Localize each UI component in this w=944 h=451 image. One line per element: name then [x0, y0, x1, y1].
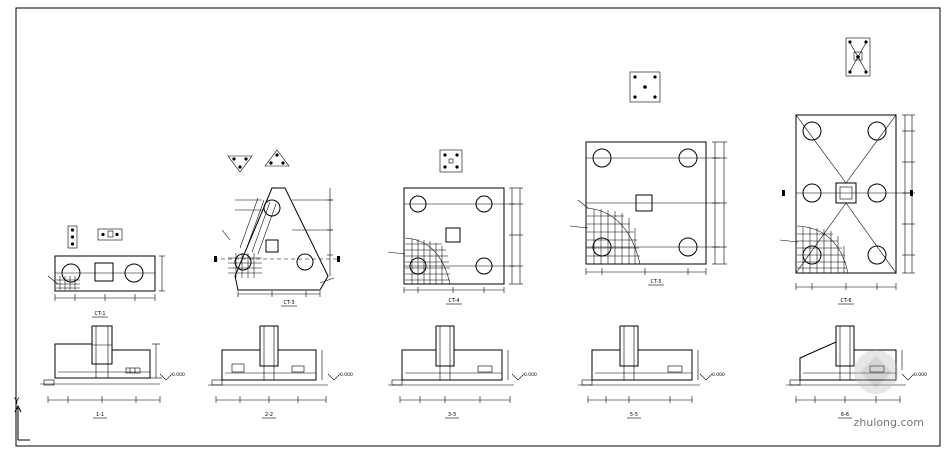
section-1-1: 0.000 1-1	[40, 325, 185, 419]
pile-cap-plan-ct4: CT-4	[387, 149, 523, 305]
elevation-label-5: 0.000	[914, 372, 927, 378]
section-2-2: 0.000 2-2	[208, 325, 353, 419]
section-label-4: 5-5	[630, 412, 638, 418]
section-label-5: 6-6	[841, 412, 849, 418]
section-label-1: 1-1	[96, 412, 104, 418]
plan-label-ct6: CT-6	[840, 298, 851, 304]
elevation-label-2: 0.000	[340, 372, 353, 378]
plan-label-ct1: CT-1	[94, 311, 105, 317]
section-5-5: 0.000 5-5	[578, 325, 725, 419]
plan-label-ct5: CT-5	[650, 279, 661, 285]
elevation-label-1: 0.000	[172, 372, 185, 378]
elevation-label-4: 0.000	[712, 372, 725, 378]
ucs-axis-icon: Y	[13, 397, 30, 441]
section-6-6: 0.000 6-6	[786, 325, 927, 419]
pile-cap-plan-ct1: CT-1	[47, 225, 165, 318]
watermark-text: zhulong.com	[853, 416, 924, 429]
axis-label-y: Y	[13, 397, 20, 407]
watermark-logo	[854, 350, 898, 394]
drawing-border	[15, 7, 941, 447]
section-3-3: 0.000 3-3	[388, 325, 537, 419]
plan-label-ct4: CT-4	[448, 298, 459, 304]
pile-cap-plan-ct6: CT-6	[779, 37, 915, 305]
section-label-3: 3-3	[448, 412, 456, 418]
elevation-label-3: 0.000	[524, 372, 537, 378]
plan-label-ct3: CT-3	[283, 300, 294, 306]
pile-cap-plan-ct5: CT-5	[569, 71, 727, 286]
section-label-2: 2-2	[265, 412, 273, 418]
pile-cap-plan-ct3: CT-3	[214, 149, 340, 307]
